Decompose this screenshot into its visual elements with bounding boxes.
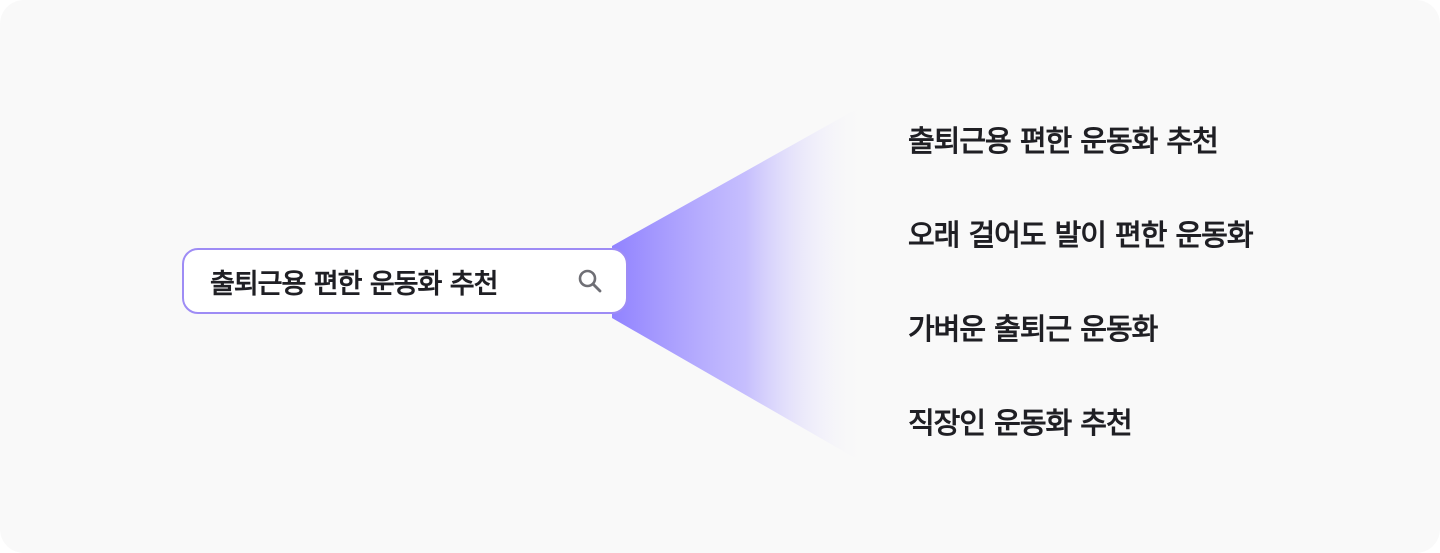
search-icon[interactable] [574, 265, 606, 297]
suggestion-item[interactable]: 오래 걸어도 발이 편한 운동화 [908, 218, 1254, 252]
suggestion-list: 출퇴근용 편한 운동화 추천 오래 걸어도 발이 편한 운동화 가벼운 출퇴근 … [908, 118, 1408, 494]
suggestion-item[interactable]: 출퇴근용 편한 운동화 추천 [908, 124, 1219, 158]
search-bar[interactable]: 출퇴근용 편한 운동화 추천 [182, 248, 628, 314]
suggestion-item[interactable]: 가벼운 출퇴근 운동화 [908, 312, 1158, 346]
fan-shape [612, 106, 862, 462]
suggestion-item[interactable]: 직장인 운동화 추천 [908, 406, 1133, 440]
search-query[interactable]: 출퇴근용 편한 운동화 추천 [210, 268, 498, 300]
